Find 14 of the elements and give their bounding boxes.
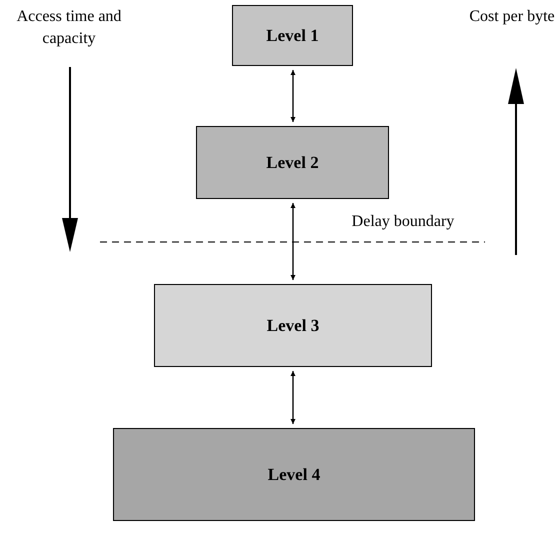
axis-label: Delay boundary (350, 212, 456, 232)
level-box (154, 284, 432, 367)
double-arrow (290, 203, 296, 280)
double-arrow (290, 70, 296, 122)
level-box (196, 126, 389, 199)
level-label: Level 2 (266, 152, 319, 174)
axis-label: Access time and capacity (16, 7, 122, 49)
double-arrow (290, 371, 296, 424)
level-label: Level 4 (268, 464, 320, 486)
level-box (113, 428, 475, 521)
level-label: Level 3 (266, 314, 320, 337)
level-label: Level 1 (266, 24, 319, 47)
axis-label: Cost per byte (468, 7, 556, 27)
level-box (232, 5, 353, 66)
